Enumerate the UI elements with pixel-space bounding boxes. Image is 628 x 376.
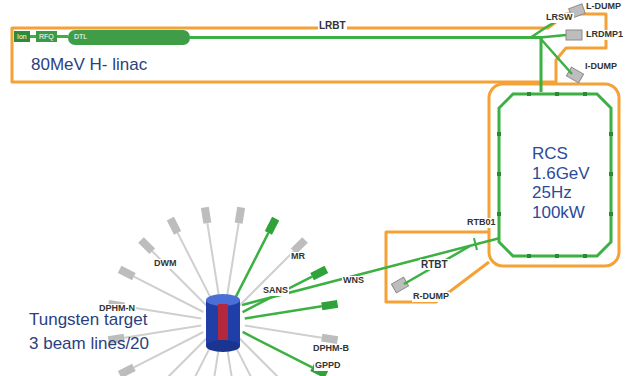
instrument [120,367,134,374]
rtbt-line [242,238,500,305]
beam-line [134,277,203,312]
instrument [322,304,338,307]
beam-line [243,277,312,312]
caption-text: 3 beam lines/20 [28,335,150,354]
beam-line [245,325,322,337]
dtl-cylinder: DTL [68,30,190,45]
part-label: DPHM-B [312,344,350,354]
tungsten-target [206,294,240,352]
rfq-box: RFQ [36,31,57,42]
beam-line [243,332,312,367]
caption-text: 80MeV H- linac [30,56,148,75]
instrument [120,269,134,276]
part-label: LRDMP1 [585,30,624,40]
part-label: RTB01 [466,218,497,228]
instrument [322,338,338,341]
ion-source: Ion [14,31,30,42]
node-text: Ion [17,33,27,40]
node-text: RFQ [39,33,54,40]
part-label: DWM [153,259,178,269]
idump-branch [540,38,572,74]
instrument [205,207,208,223]
part-label: GPPD [314,361,342,371]
part-label: LRSW [545,13,574,23]
part-label: I-DUMP [584,62,618,72]
beam-line [226,223,238,300]
rdump-branch [404,246,470,284]
instrument [239,207,242,223]
beam-line [239,251,294,306]
part-label: RTBT [420,259,449,270]
part-label: LRBT [318,20,347,31]
instrument [294,240,305,251]
beam-line [152,251,207,306]
instrument [312,269,326,276]
rtb01-marker [474,238,477,250]
rtbt-tunnel [386,232,489,302]
beam-line [178,233,213,302]
part-label: DPHM-N [98,304,136,314]
linac-tunnel [12,14,606,82]
part-label: WNS [342,276,365,286]
part-label: L-DUMP [585,2,622,12]
beam-line [245,306,322,318]
instrument [268,219,275,233]
ring-tunnel [489,84,619,266]
r-dump [391,277,408,293]
beam-line [57,36,68,37]
node-text: DTL [74,33,184,40]
instrument [141,240,152,251]
rcs-ring: RCS 1.6GeV 25Hz 100kW [497,92,613,258]
beam-line [190,38,541,93]
node-text: RCS 1.6GeV 25Hz 100kW [532,144,594,222]
part-label: R-DUMP [412,292,450,302]
lrdmp1 [566,30,582,40]
beam-line [207,223,219,300]
part-label: MR [290,252,306,262]
part-label: SANS [262,286,289,296]
instrument [170,219,177,233]
